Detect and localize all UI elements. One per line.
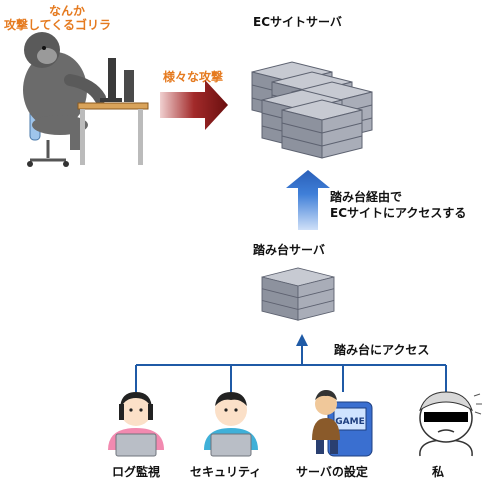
me-person-icon [419,391,482,457]
security-person-icon [204,392,258,457]
upload-arrow [286,170,330,230]
server-setup-person-icon: GAME [312,390,373,457]
security-label: セキュリティ [190,465,262,479]
gorilla-illustration [23,32,149,167]
server-setup-label: サーバの設定 [296,465,368,479]
arcade-screen-text: GAME [335,417,364,427]
step-server-title: 踏み台サーバ [253,243,325,257]
connection-arrowhead [296,334,308,346]
gorilla-caption-line2: 攻撃してくるゴリラ [4,18,112,32]
access-label: 踏み台にアクセス [334,343,430,357]
connection-tree [135,344,447,392]
me-label: 私 [432,465,445,479]
ec-server-title: ECサイトサーバ [253,15,342,29]
attack-arrow [160,80,228,130]
via-text-line1: 踏み台経由で [330,190,403,204]
gorilla-caption-line1: なんか [49,4,86,18]
ec-server-cluster-icon [251,61,373,159]
attack-label: 様々な攻撃 [163,70,224,84]
log-monitor-label: ログ監視 [112,465,161,479]
via-text-line2: ECサイトにアクセスする [330,206,467,220]
censor-bar [424,412,468,422]
log-monitor-person-icon [108,392,164,457]
step-server-icon [261,267,335,321]
